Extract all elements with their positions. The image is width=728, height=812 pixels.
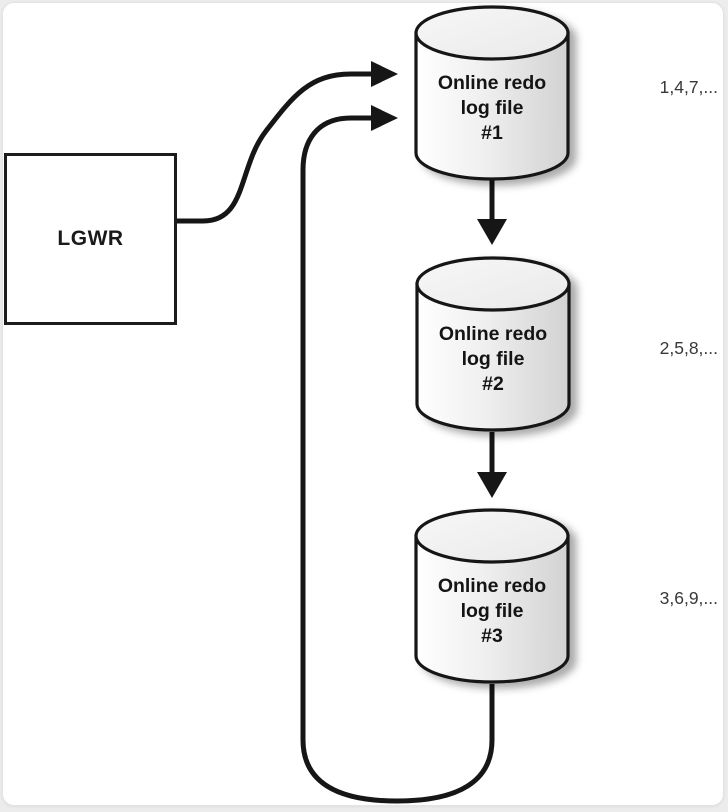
arrow-recycle-log3-to-log1 (300, 115, 495, 804)
redo-log-2-number: #2 (482, 373, 504, 395)
redo-log-2-label: Online redo log file #2 (428, 322, 558, 397)
redo-log-3-number: #3 (481, 625, 503, 647)
redo-log-1-name: Online redo log file (437, 72, 547, 119)
redo-log-3-label: Online redo log file #3 (427, 574, 557, 649)
redo-log-3-name: Online redo log file (437, 575, 547, 622)
redo-log-cylinder-1: Online redo log file #1 (412, 3, 572, 183)
redo-log-1-label: Online redo log file #1 (427, 71, 557, 146)
redo-log-cylinder-2: Online redo log file #2 (413, 254, 573, 434)
lgwr-label: LGWR (57, 227, 124, 250)
database-cylinder-icon (415, 256, 571, 432)
lgwr-process-box: LGWR (4, 153, 177, 325)
database-cylinder-icon (414, 5, 570, 181)
arrowhead-log1-to-log2 (477, 219, 507, 245)
arrowhead-log2-to-log3 (477, 472, 507, 498)
redo-log-cylinder-3: Online redo log file #3 (412, 506, 572, 686)
sequence-label-3: 3,6,9,... (659, 588, 718, 608)
arrow-lgwr-to-log1 (176, 71, 373, 224)
database-cylinder-icon (414, 508, 570, 684)
arrowhead-lgwr-to-log1 (371, 61, 398, 87)
redo-log-1-number: #1 (481, 122, 503, 144)
sequence-label-1: 1,4,7,... (659, 77, 718, 97)
arrowhead-recycle-log3-to-log1 (371, 105, 398, 131)
redo-log-2-name: Online redo log file (438, 323, 548, 370)
sequence-label-2: 2,5,8,... (659, 338, 718, 358)
